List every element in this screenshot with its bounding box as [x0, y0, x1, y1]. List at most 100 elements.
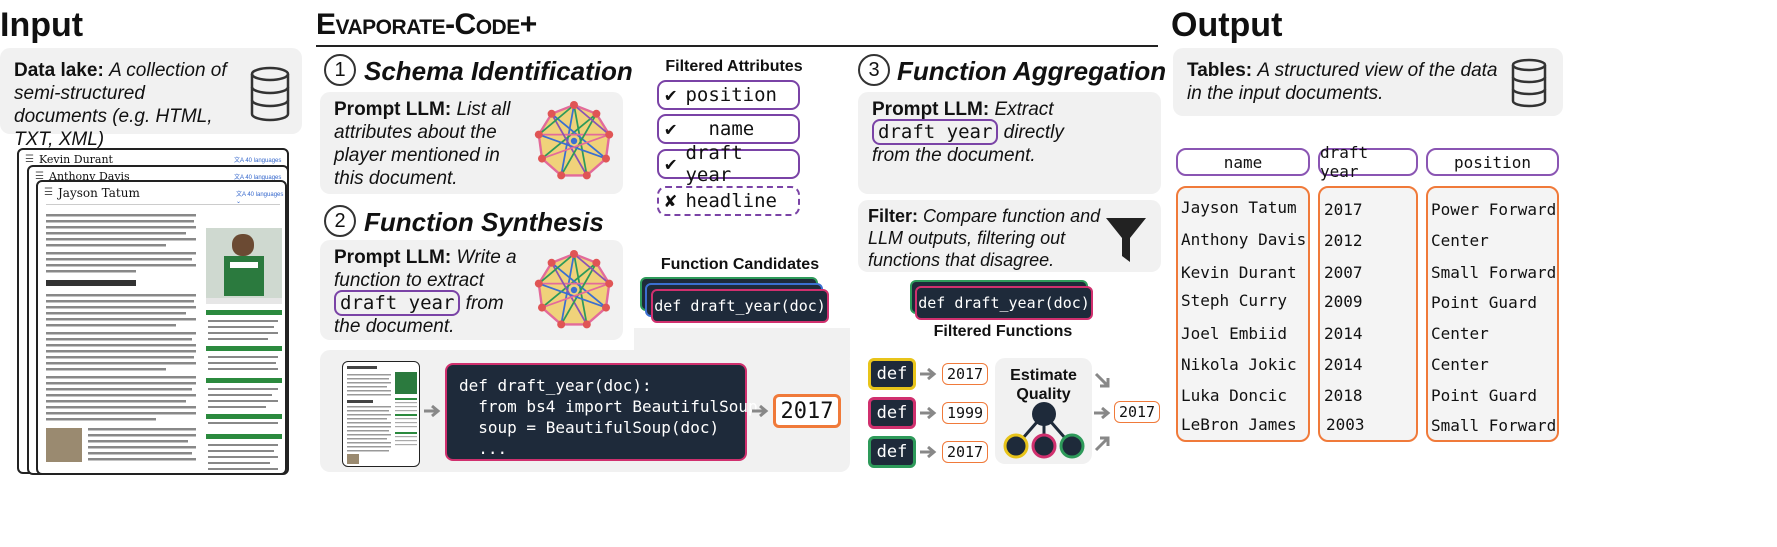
document-infobox: [206, 228, 282, 470]
data-lake-label: Data lake:: [14, 60, 104, 81]
table-cell: Small Forward: [1431, 416, 1557, 435]
final-output-value: 2017: [1114, 401, 1160, 423]
arrow-right-icon: [920, 406, 937, 420]
table-cell: Point Guard: [1431, 386, 1537, 405]
filtered-attributes-title: Filtered Attributes: [665, 58, 803, 75]
table-column-name: Jayson Tatum Anthony Davis Kevin Durant …: [1176, 186, 1310, 442]
document-text-lines: [46, 214, 196, 462]
attribute-check-icon: ✔: [665, 118, 677, 140]
step-2-prompt-label: Prompt LLM:: [334, 247, 452, 268]
arrow-down-right-icon: [1094, 372, 1110, 388]
tables-label: Tables:: [1187, 60, 1253, 81]
step-1-number: 1: [324, 54, 356, 86]
function-output-value: 2017: [773, 394, 841, 428]
document-tab-1: Kevin Durant: [39, 153, 113, 166]
document-heading: Jayson Tatum: [58, 186, 140, 200]
table-column-header-position: position: [1426, 148, 1559, 176]
step-3-title: Function Aggregation: [897, 56, 1167, 86]
attribute-pill-position: ✔ position: [657, 80, 800, 110]
table-cell: 2014: [1324, 355, 1363, 374]
table-cell: Luka Doncic: [1181, 386, 1287, 405]
function-def-chip: def: [868, 397, 916, 429]
function-output-value: 2017: [942, 441, 988, 463]
document-tab-2: Anthony Davis: [49, 170, 130, 183]
table-cell: Steph Curry: [1181, 291, 1287, 310]
code-line: def draft_year(doc):: [459, 376, 652, 395]
database-icon: [250, 66, 290, 122]
attribute-check-icon: ✔: [665, 153, 677, 175]
function-code-block: def draft_year(doc): from bs4 import Bea…: [445, 363, 758, 461]
estimate-quality-label: Estimate Quality: [1010, 367, 1077, 403]
data-lake-panel: Data lake: A collection of semi-structur…: [0, 48, 302, 150]
arrow-right-icon: [1094, 406, 1111, 420]
table-cell: 2007: [1324, 263, 1363, 282]
input-title: Input: [0, 6, 84, 44]
function-output-value: 1999: [942, 402, 988, 424]
code-line: soup = BeautifulSoup(doc): [459, 418, 720, 437]
step-3-number: 3: [858, 54, 890, 86]
table-cell: Center: [1431, 355, 1489, 374]
arrow-right-icon: [920, 367, 937, 381]
function-def-chip: def: [868, 436, 916, 468]
table-cell: Nikola Jokic: [1181, 355, 1297, 374]
step-2-attribute-chip: draft year: [334, 290, 461, 316]
function-def-chip: def: [868, 358, 916, 390]
table-cell: 2009: [1324, 292, 1363, 311]
estimate-quality-panel: Estimate Quality: [995, 358, 1092, 464]
attribute-cross-icon: ✘: [665, 190, 677, 212]
table-cell: 2012: [1324, 231, 1363, 250]
step-3-prompt-label: Prompt LLM:: [872, 99, 990, 120]
output-title: Output: [1171, 6, 1283, 44]
filter-panel: Filter: Compare function and LLM outputs…: [858, 200, 1161, 272]
table-column-header-name: name: [1176, 148, 1310, 176]
filter-description: Compare function and LLM outputs, filter…: [868, 206, 1101, 270]
table-cell: 2003: [1326, 415, 1365, 434]
attribute-check-icon: ✔: [665, 84, 677, 106]
step-2-prompt-text: Write a function to extract: [334, 247, 517, 291]
arrow-right-icon: [424, 404, 441, 418]
table-cell: Power Forward: [1431, 200, 1557, 219]
function-candidates-title: Function Candidates: [660, 256, 820, 273]
table-cell: Joel Embiid: [1181, 324, 1287, 343]
method-title-underline: [316, 45, 1158, 47]
code-line: ...: [459, 439, 508, 458]
arrow-right-icon: [920, 445, 937, 459]
filtered-function-card: def draft_year(doc): [915, 286, 1093, 320]
tables-description: A structured view of the data in the inp…: [1187, 60, 1498, 104]
table-column-position: Power Forward Center Small Forward Point…: [1426, 186, 1559, 442]
funnel-icon: [1106, 218, 1146, 262]
table-cell: Small Forward: [1431, 263, 1557, 282]
step-3-prompt-text: Extract: [994, 99, 1054, 120]
tables-panel: Tables: A structured view of the data in…: [1173, 48, 1563, 116]
step-3-prompt-tail: directly from the document.: [872, 122, 1064, 166]
attribute-pill-name: ✔ name: [657, 114, 800, 144]
table-column-draft-year: 2017 2012 2007 2009 2014 2014 2018 2003: [1318, 186, 1418, 442]
table-cell: Kevin Durant: [1181, 263, 1297, 282]
table-cell: LeBron James: [1181, 415, 1297, 434]
step-2-number: 2: [324, 205, 356, 237]
llm-network-icon: [534, 250, 614, 330]
llm-network-icon: [534, 101, 614, 181]
attribute-pill-draft-year: ✔ draft year: [657, 142, 800, 186]
table-column-header-draft-year: draft year: [1318, 143, 1418, 181]
step-1-prompt-text: List all attributes about the player men…: [334, 99, 511, 189]
code-line: from bs4 import BeautifulSoup: [459, 397, 758, 416]
filtered-functions-title: Filtered Functions: [933, 323, 1073, 340]
step-3-prompt-panel: Prompt LLM: Extract draft year directly …: [858, 92, 1161, 194]
method-title: Evaporate-Code+: [316, 8, 537, 41]
step-1-prompt-label: Prompt LLM:: [334, 99, 452, 120]
function-output-value: 2017: [942, 363, 988, 385]
document-card-front: ☰ Jayson Tatum 文A 40 languages ⌄: [36, 180, 287, 475]
arrow-right-icon: [752, 404, 769, 418]
quality-model-icon: [1003, 402, 1085, 459]
table-cell: Center: [1431, 231, 1489, 250]
step-2-title: Function Synthesis: [364, 207, 604, 237]
arrow-up-right-icon: [1094, 436, 1110, 452]
table-cell: 2017: [1324, 200, 1363, 219]
database-icon: [1511, 58, 1547, 108]
table-cell: Center: [1431, 324, 1489, 343]
attribute-pill-headline: ✘ headline: [657, 186, 800, 216]
table-cell: Jayson Tatum: [1181, 198, 1297, 217]
function-execution-panel-tab: [634, 328, 850, 358]
data-lake-description: A collection of semi-structured document…: [14, 60, 227, 150]
